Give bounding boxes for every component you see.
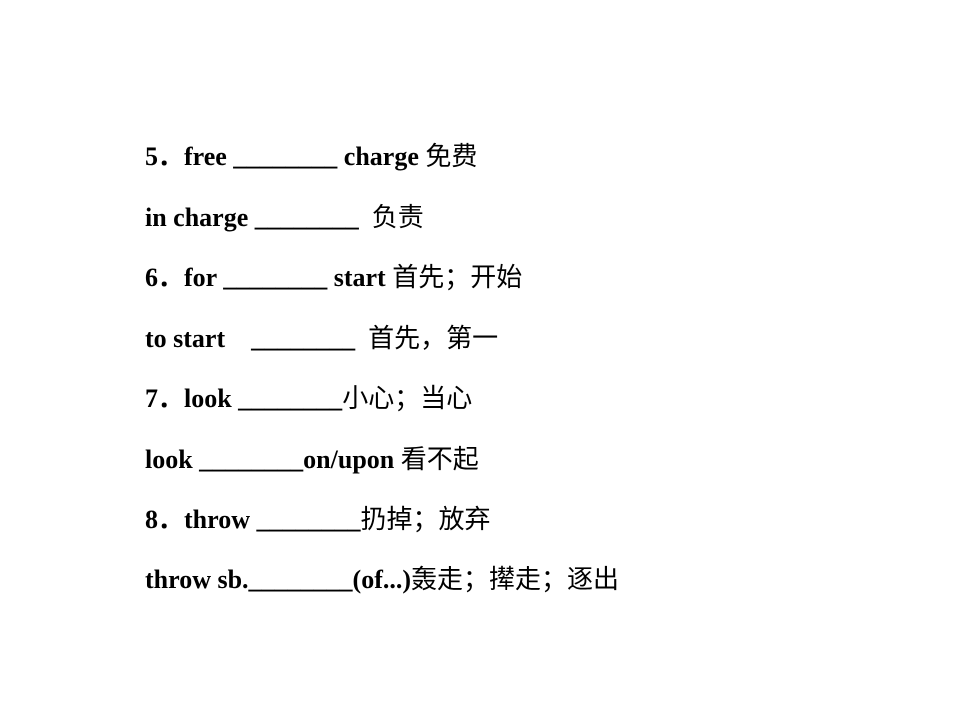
phrase-en: 6．for ________ start xyxy=(145,263,393,292)
phrase-cn: 扔掉；放弃 xyxy=(360,505,491,534)
phrase-en: 8．throw ________ xyxy=(145,505,361,534)
phrase-cn: 首先，第一 xyxy=(368,324,499,353)
phrase-cn: 首先；开始 xyxy=(392,263,523,292)
phrase-en: throw sb.________(of...) xyxy=(145,565,412,594)
phrase-cn: 小心；当心 xyxy=(342,384,473,413)
phrase-cn: 看不起 xyxy=(400,445,479,474)
phrase-line-3: 6．for ________ start 首先；开始 xyxy=(119,218,522,292)
phrase-line-2: in charge ________ 负责 xyxy=(119,158,424,232)
phrase-line-7: 8．throw ________扔掉；放弃 xyxy=(119,460,490,534)
phrase-en: 5．free ________ charge xyxy=(145,142,426,171)
phrase-line-1: 5．free ________ charge 免费 xyxy=(119,97,477,171)
phrase-en: look ________on/upon xyxy=(145,445,401,474)
phrase-cn: 免费 xyxy=(425,142,478,171)
phrase-line-6: look ________on/upon 看不起 xyxy=(119,400,479,474)
phrase-en: to start ________ xyxy=(145,324,369,353)
phrase-cn: 轰走；撵走；逐出 xyxy=(411,565,620,594)
phrase-en: in charge ________ xyxy=(145,203,372,232)
phrase-line-5: 7．look ________小心；当心 xyxy=(119,339,472,413)
phrase-line-8: throw sb.________(of...)轰走；撵走；逐出 xyxy=(119,520,619,594)
phrase-en: 7．look ________ xyxy=(145,384,343,413)
phrase-line-4: to start ________ 首先，第一 xyxy=(119,279,498,353)
phrase-cn: 负责 xyxy=(371,203,424,232)
